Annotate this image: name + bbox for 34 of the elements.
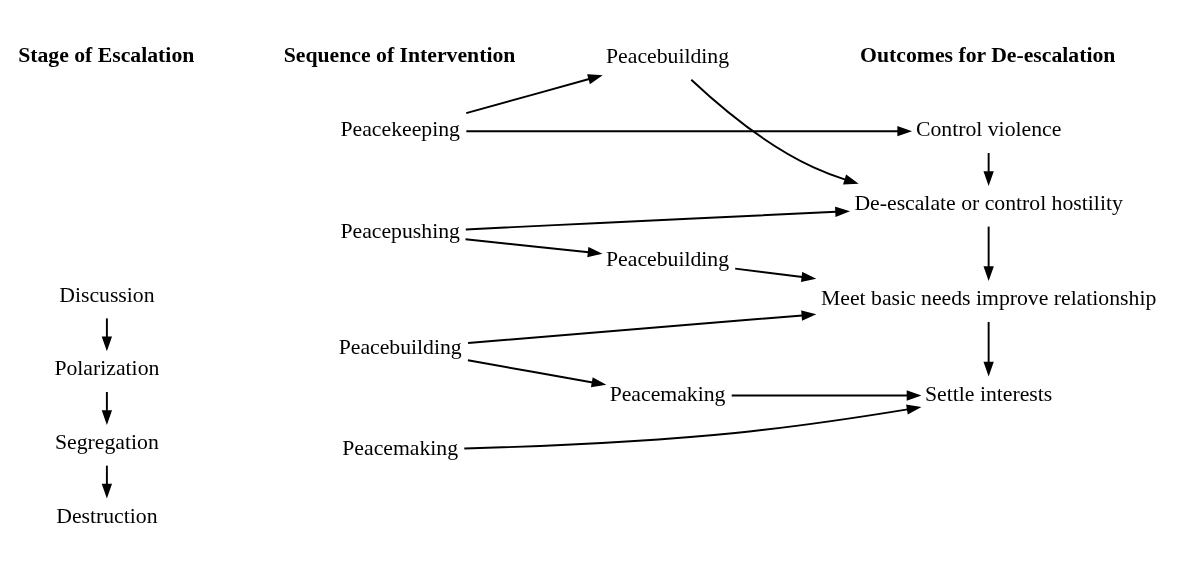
arrow: [983, 225, 994, 281]
node-text: Control violence: [915, 117, 1062, 141]
arrow: [730, 389, 922, 401]
label: Sequence of Intervention: [283, 42, 516, 67]
arrow: [101, 390, 113, 425]
node-text: Meet basic needs improve relationship: [820, 285, 1157, 310]
label: Outcomes for De-escalation: [860, 42, 1116, 67]
arrow: [464, 206, 850, 230]
arrow: [983, 151, 994, 186]
node-text: De-escalate or control hostility: [854, 190, 1123, 215]
node-text: Segregation: [55, 429, 159, 454]
arrow: [101, 316, 113, 351]
arrow: [101, 464, 113, 498]
node-text: Discussion: [59, 282, 155, 307]
arrow: [466, 358, 607, 387]
node-text: Peacepushing: [340, 218, 460, 243]
node-text: Peacebuilding: [606, 246, 730, 271]
node-text: Peacekeeping: [340, 117, 460, 141]
node-text: Peacemaking: [609, 381, 726, 406]
node-text: Peacemaking: [342, 435, 459, 460]
arrow: [463, 403, 922, 449]
arrow: [467, 309, 817, 344]
arrow: [690, 78, 859, 184]
arrow: [465, 125, 913, 136]
node-text: Destruction: [56, 503, 158, 528]
node-text: Settle interests: [925, 381, 1053, 406]
arrow: [465, 73, 603, 114]
node-text: Polarization: [54, 355, 160, 380]
arrow: [983, 320, 994, 376]
node-text: Peacebuilding: [606, 43, 730, 68]
arrow: [734, 267, 817, 282]
arrow: [464, 237, 603, 257]
label: Stage of Escalation: [18, 42, 195, 67]
node-text: Peacebuilding: [338, 334, 462, 359]
